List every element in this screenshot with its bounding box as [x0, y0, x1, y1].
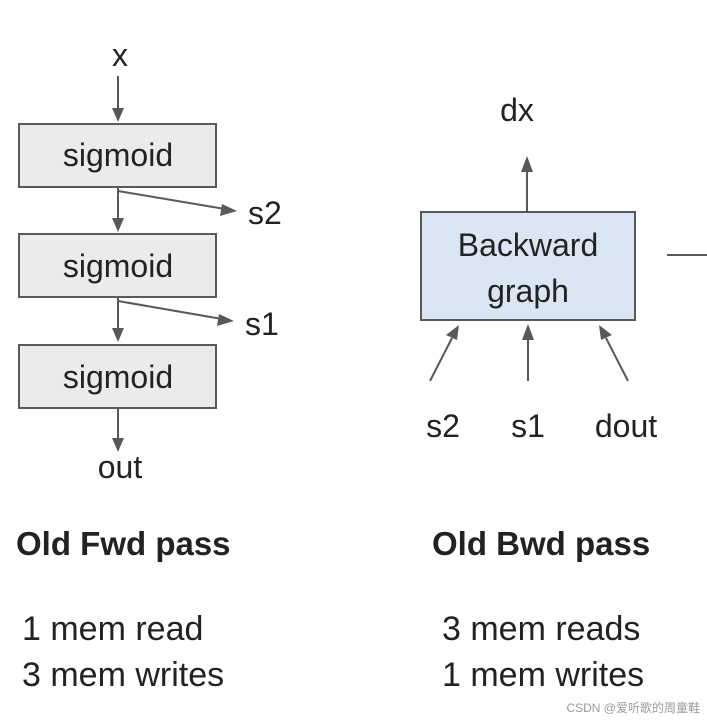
bwd-input-label-2: s1	[511, 408, 545, 444]
bwd-node-label-line1: Backward	[458, 227, 599, 263]
bwd-output-label: dx	[500, 92, 534, 128]
fwd-output-arrowhead	[112, 438, 124, 452]
bwd-stat-reads: 3 mem reads	[442, 610, 640, 648]
bwd-node-label-line2: graph	[487, 273, 569, 309]
fwd-stat-reads: 1 mem read	[22, 610, 203, 648]
bwd-input-label-1: s2	[426, 408, 460, 444]
bwd-input-label-3: dout	[595, 408, 657, 444]
bwd-input-arrowhead-1	[446, 325, 459, 340]
fwd-sigmoid-node-2	[18, 233, 217, 298]
bwd-input-arrow-3	[605, 337, 629, 382]
forward-pass-diagram: x sigmoid s2 sigmoid s1 sigmoid out	[18, 37, 282, 485]
backward-pass-diagram: dx Backward graph s2 s1 dout	[420, 92, 707, 444]
bwd-heading: Old Bwd pass	[432, 525, 650, 562]
fwd-saved-arrow-2	[117, 300, 223, 320]
fwd-stat-writes: 3 mem writes	[22, 656, 224, 694]
fwd-saved-arrowhead-1	[220, 204, 237, 216]
fwd-saved-label-2: s1	[245, 306, 279, 342]
bwd-input-arrow-1	[429, 337, 453, 382]
fwd-sigmoid-node-3-label: sigmoid	[63, 359, 173, 395]
bwd-backward-graph-node	[420, 211, 636, 321]
fwd-input-arrowhead	[112, 108, 124, 122]
fwd-output-label: out	[98, 449, 143, 485]
fwd-saved-arrow-1	[117, 190, 226, 210]
fwd-input-label: x	[112, 37, 128, 73]
bwd-output-arrowhead	[521, 156, 533, 172]
bwd-input-arrowhead-2	[522, 324, 534, 340]
fwd-sigmoid-node-1-label: sigmoid	[63, 137, 173, 173]
fwd-arrowhead-1-2	[112, 218, 124, 232]
fwd-saved-arrowhead-2	[217, 314, 234, 326]
fwd-arrowhead-2-3	[112, 328, 124, 342]
fwd-saved-label-1: s2	[248, 195, 282, 231]
fwd-heading: Old Fwd pass	[16, 525, 231, 562]
fwd-sigmoid-node-2-label: sigmoid	[63, 248, 173, 284]
bwd-stat-writes: 1 mem writes	[442, 656, 644, 694]
watermark: CSDN @爱听歌的周童鞋	[566, 700, 700, 715]
fwd-sigmoid-node-3	[18, 344, 217, 409]
bwd-input-arrowhead-3	[599, 325, 612, 340]
